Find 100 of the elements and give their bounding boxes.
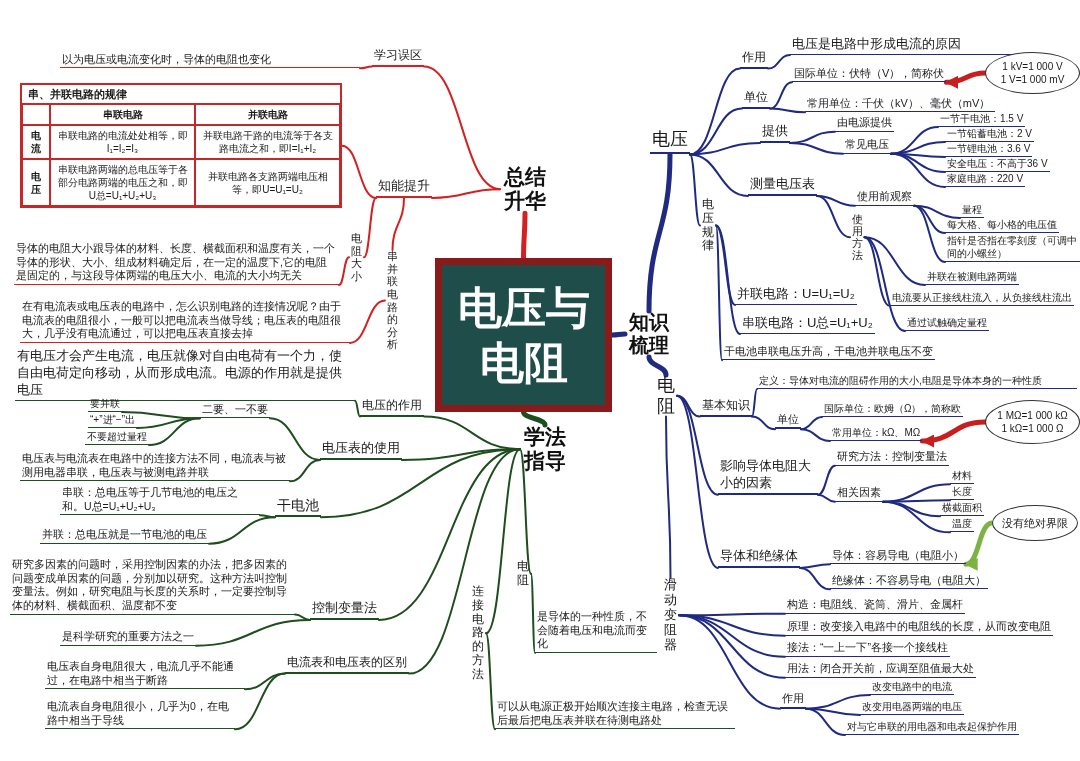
- note-text: 家庭电路：220 V: [945, 172, 1026, 187]
- branch-label: 学习误区: [372, 48, 424, 67]
- equation-text: 1 kV=1 000 V: [1002, 60, 1063, 73]
- connector-line: [769, 107, 806, 114]
- connector-line: [890, 126, 939, 155]
- rules-table: [20, 83, 342, 209]
- note-text: 并联：总电压就是一节电池的电压: [40, 528, 209, 544]
- connector-line: [408, 448, 521, 675]
- note-text: 每大格、每小格的电压值: [945, 218, 1059, 233]
- note-text: 对与它串联的用电器和电表起保护作用: [845, 720, 1019, 735]
- equation-text: 1 V=1 000 mV: [1000, 73, 1065, 86]
- note-text: 原理：改变接入电路中的电阻线的长度，从而改变电阻: [785, 620, 1053, 636]
- note-text: 用法：闭合开关前，应调至阻值最大处: [785, 662, 976, 678]
- branch-label: 连接电路的方法: [470, 585, 486, 682]
- branch-label: 单位: [775, 412, 801, 430]
- connector-line: [816, 194, 851, 239]
- table-text: 串联电路的电流处处相等，即I₁=I₂=I₃: [50, 125, 195, 160]
- note-text: 常用单位：千伏（kV）、毫伏（mV）: [805, 96, 995, 113]
- note-text: 以为电压或电流变化时，导体的电阻也变化: [60, 52, 360, 69]
- note-text: 在有电流表或电压表的电路中，怎么识别电路的连接情况呢？由于电流表的电阻很小，一般可以把电流表当做导线；电压表的电阻很大，几乎没有电流通过，可以把电压表直接去掉: [20, 300, 350, 343]
- branch-label: 干电池: [275, 496, 321, 518]
- branch-label: 控制变量法: [310, 600, 379, 620]
- note-text: 研究多因素的问题时，采用控制因素的办法，把多因素的问题变成单因素的问题，分别加以研究。这种方法叫控制变量法。例如，研究电阻与长度的关系时，一定要控制导体的材料、横截面积、温度都不变: [10, 558, 295, 615]
- note-text: 构造：电阻线、瓷筒、滑片、金属杆: [785, 598, 965, 614]
- connector-line: [800, 428, 831, 442]
- connector-line: [148, 417, 201, 446]
- branch-label: 电压: [650, 128, 690, 155]
- connector-line: [689, 153, 749, 197]
- branch-label: 电阻: [655, 375, 677, 417]
- note-text: 横截面积: [940, 502, 984, 517]
- branch-label: 基本知识: [700, 398, 752, 417]
- note-text: 国际单位：欧姆（Ω），简称欧: [822, 402, 964, 417]
- branch-heading: 总结升华: [500, 165, 550, 214]
- branch-label: 串并联电路的分析: [385, 250, 400, 352]
- note-text: 导体的电阻大小跟导体的材料、长度、横截面积和温度有关，一个导体的形状、大小、组成材料确定后，在一定的温度下,它的电阻是固定的，与这段导体两端的电压大小、电流的大小均无关: [14, 242, 339, 285]
- note-text: 电压表与电流表在电路中的连接方法不同，电流表与被测用电器串联，电压表与被测电路并联: [20, 452, 290, 482]
- note-text: 研究方法：控制变量法: [835, 450, 949, 466]
- note-text: 是科学研究的重要方法之一: [60, 630, 196, 646]
- branch-label: 导体和绝缘体: [718, 548, 800, 568]
- connector-line: [208, 516, 276, 545]
- note-text: 并联在被测电路两端: [925, 270, 1019, 285]
- connector-line: [676, 394, 719, 569]
- connector-line: [913, 204, 946, 263]
- connector-line: [363, 196, 377, 259]
- note-text: 接法：“一上一下”各接一个接线柱: [785, 641, 950, 657]
- note-text: 常见电压: [843, 138, 891, 154]
- branch-label: 使用方法: [850, 213, 865, 262]
- branch-label: 提供: [760, 123, 790, 143]
- connector-line: [863, 236, 906, 332]
- note-text: 量程: [960, 203, 984, 218]
- table-text: 并联电路干路的电流等于各支路电流之和，即I=I₁+I₂: [195, 125, 340, 160]
- connector-line: [751, 415, 776, 431]
- note-text: 电压表自身电阻很大，电流几乎不能通过，在电路中相当于断路: [45, 660, 245, 690]
- branch-label: 电压表的使用: [320, 440, 402, 460]
- row-header: 电流: [22, 125, 50, 160]
- note-text: 长度: [950, 486, 974, 501]
- note-text: 电压是电路中形成电流的原因: [790, 36, 1020, 55]
- note-text: 一节干电池：1.5 V: [938, 112, 1026, 127]
- connector-line: [789, 141, 844, 155]
- branch-label: 作用: [740, 50, 768, 69]
- branch-label: 电压的作用: [360, 398, 424, 417]
- note-text: 不要超过量程: [85, 430, 149, 445]
- callout-ellipse: [985, 400, 1080, 444]
- connector-line: [665, 415, 672, 579]
- connector-line: [800, 416, 823, 431]
- connector-line: [767, 53, 791, 70]
- note-text: 一节铅蓄电池：2 V: [945, 127, 1034, 142]
- connector-line: [289, 458, 321, 483]
- note-text: 有电压才会产生电流，电压就像对自由电荷有一个力，使自由电荷定向移动，从而形成电流。电源的作用就是提供电压: [15, 348, 355, 401]
- note-text: 二要、一不要: [200, 402, 270, 419]
- connector-line: [519, 448, 532, 575]
- connector-line: [354, 399, 361, 418]
- connector-line: [431, 188, 501, 199]
- branch-label: 滑动变阻器: [662, 578, 679, 653]
- branch-label: 电阻: [515, 560, 531, 588]
- connector-line: [799, 566, 831, 591]
- branch-label: 作用: [780, 692, 806, 709]
- note-text: 相关因素: [835, 486, 883, 502]
- connector-line: [769, 81, 793, 110]
- connector-line: [882, 500, 951, 534]
- table-text: 串联电路两端的总电压等于各部分电路两端的电压之和，即U总=U₁+U₂+U₃: [50, 159, 195, 207]
- connector-line: [805, 707, 846, 736]
- note-text: 由电源提供: [835, 116, 894, 132]
- note-text: 一节锂电池：3.6 V: [945, 142, 1033, 157]
- branch-label: 测量电压表: [748, 176, 817, 196]
- connector-line: [678, 614, 781, 710]
- connector-line: [234, 672, 286, 731]
- note-text: 可以从电源正极开始顺次连接主电路，检查无误后最后把电压表并联在待测电路处: [495, 700, 735, 730]
- connector-line: [817, 464, 836, 496]
- note-text: 电流要从正接线柱流入，从负接线柱流出: [890, 291, 1074, 306]
- note-text: 干电池串联电压升高，干电池并联电压不变: [722, 344, 935, 361]
- note-text: 常用单位：kΩ、MΩ: [830, 426, 923, 441]
- branch-label: 影响导体电阻大小的因素: [718, 458, 818, 495]
- branch-label: 单位: [742, 90, 770, 109]
- callout-ellipse: [985, 52, 1080, 94]
- note-text: 并联电路：U=U₁=U₂: [735, 286, 857, 305]
- connector-line: [715, 224, 741, 335]
- note-text: 定义：导体对电流的阻碍作用的大小,电阻是导体本身的一种性质: [757, 374, 1077, 389]
- title-box: 电压与电阻: [435, 258, 612, 412]
- note-text: 导体：容易导电（电阻小）: [830, 548, 966, 565]
